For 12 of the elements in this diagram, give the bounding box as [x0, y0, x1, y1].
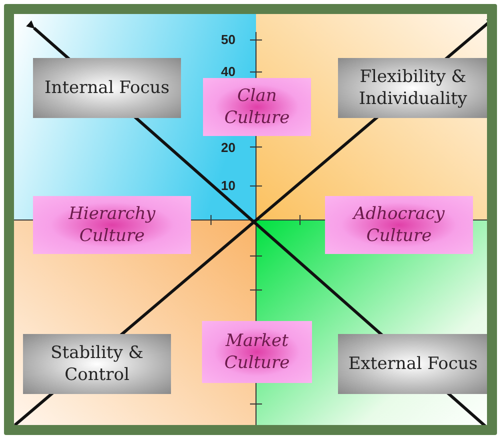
- axis-tick-label: 10: [221, 178, 236, 193]
- axis-tick-label: 20: [221, 140, 236, 155]
- axis-tick-label: 50: [221, 32, 236, 47]
- axis-tick-label: 40: [221, 64, 236, 79]
- dimension-label-box: External Focus: [338, 334, 487, 394]
- dimension-label-box: Internal Focus: [33, 58, 181, 118]
- culture-box: Market Culture: [202, 321, 312, 383]
- culture-box: Clan Culture: [203, 78, 311, 136]
- culture-box: Hierarchy Culture: [33, 196, 191, 254]
- dimension-label-box: Stability & Control: [23, 334, 171, 394]
- culture-box: Adhocracy Culture: [325, 196, 473, 254]
- dimension-label-box: Flexibility & Individuality: [338, 58, 487, 118]
